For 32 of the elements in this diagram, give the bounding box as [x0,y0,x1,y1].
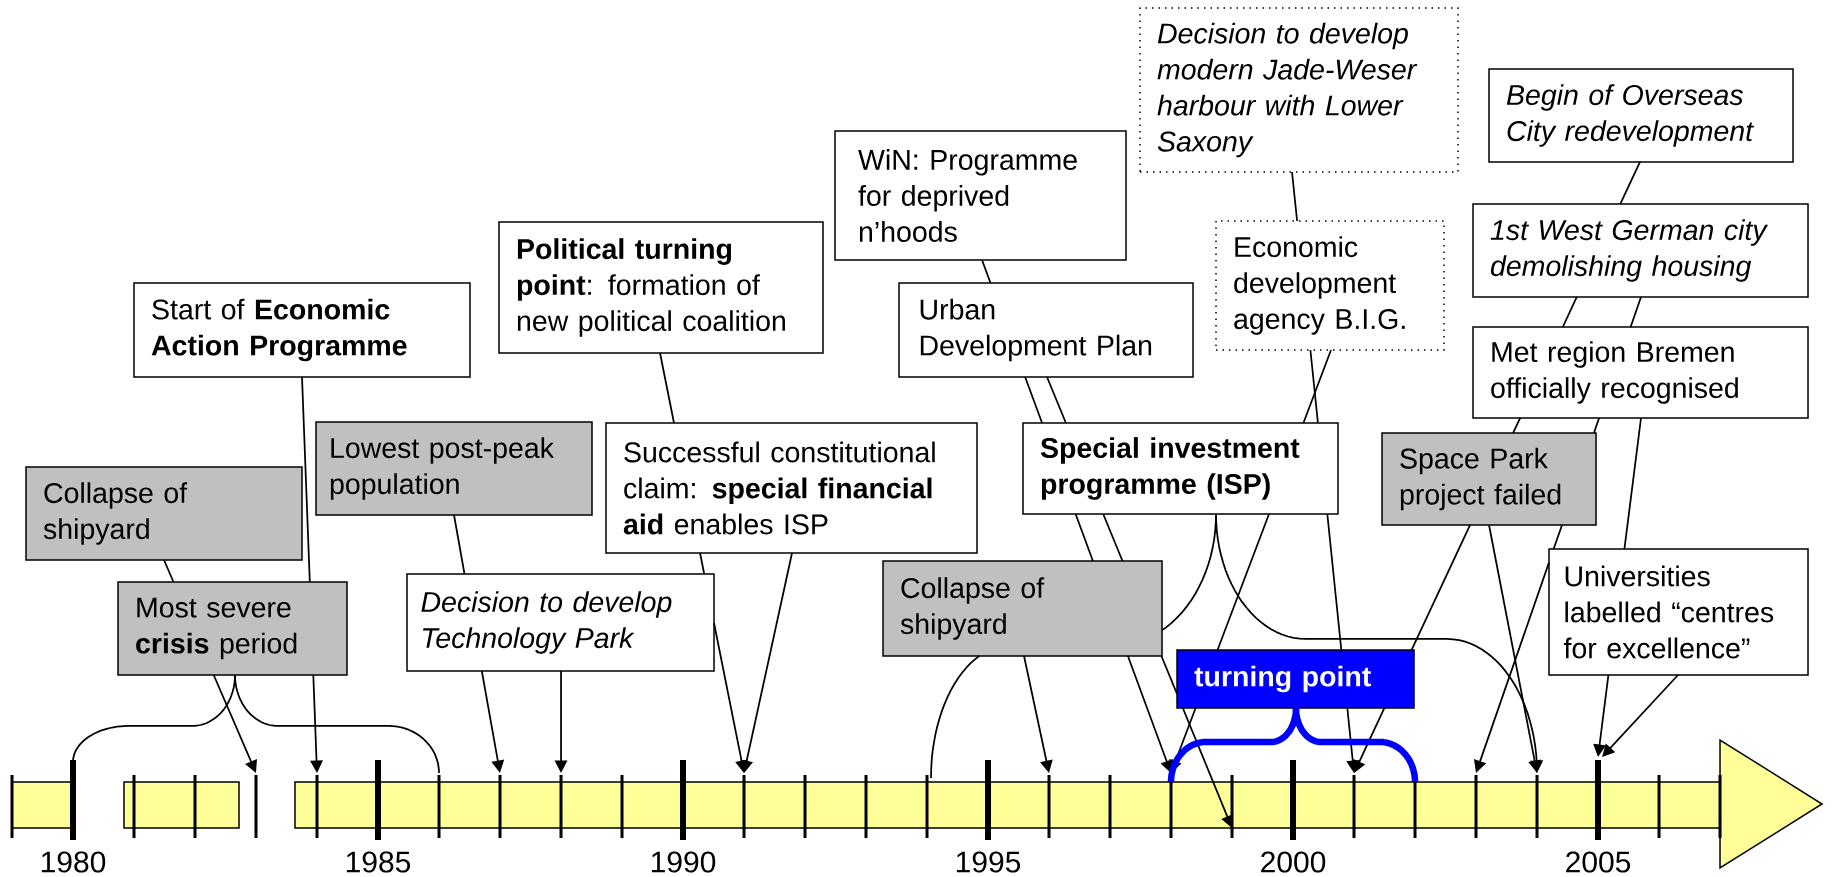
event-box: Collapse of shipyard [882,560,1163,657]
event-box: Urban Development Plan [898,282,1194,378]
event-box: Collapse of shipyard [25,466,303,561]
brace-line [1292,707,1419,783]
year-label: 2000 [1261,851,1326,873]
event-box: Decision to develop Technology Park [406,573,715,672]
event-box: Decision to develop modern Jade-Weser harbour with Lower Saxony [1139,7,1459,173]
event-box: WiN: Programme for deprived n’hoods [834,130,1127,261]
event-box: Begin of Overseas City redevelopment [1488,68,1794,163]
event-box: Met region Bremen officially recognised [1472,326,1809,419]
year-label: 1990 [651,851,716,873]
year-label: 1980 [41,851,106,873]
event-box: Space Park project failed [1381,432,1597,526]
event-box: Most severe crisis period [117,581,348,676]
year-label: 1985 [346,851,411,873]
event-box: Start of Economic Action Programme [133,282,471,378]
event-box: Economic development agency B.I.G. [1215,220,1445,351]
event-box: Political turning point: formation of new political coalition [498,221,824,354]
arrow [1602,674,1679,757]
arrow [981,259,1173,773]
arrow [163,559,257,773]
arrow [1046,376,1234,828]
event-box: Universities labelled “centres for excellence” [1548,548,1809,676]
label-box: turning point [1176,649,1415,709]
event-box: Lowest post-peak population [315,421,593,516]
brace-line [234,674,440,774]
event-box: Special investment programme (ISP) [1022,422,1339,515]
year-label: 1995 [956,851,1021,873]
event-box: Successful constitutional claim: special financial aid enables ISP [605,422,978,554]
event-box: 1st West German city demolishing housing [1472,203,1809,298]
year-label: 2005 [1566,851,1631,873]
arrow [1353,161,1641,773]
